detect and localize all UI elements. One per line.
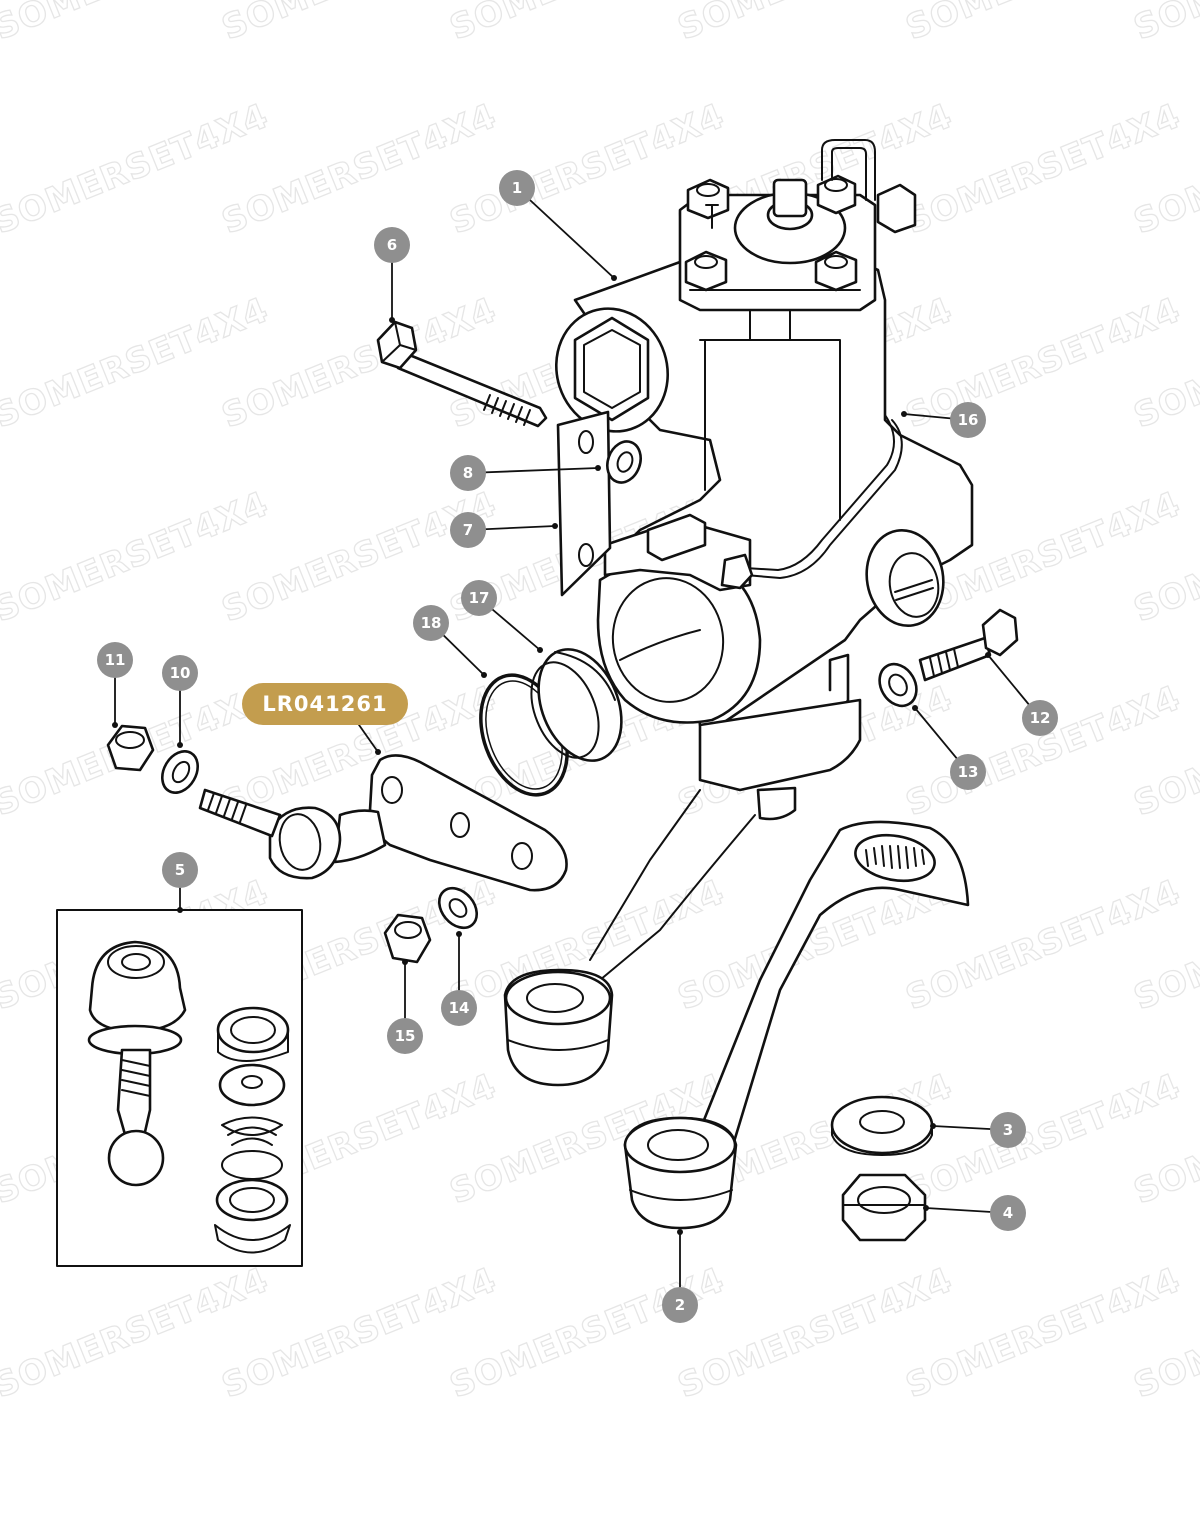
washer-part-3 — [830, 1095, 934, 1156]
drop-arm-part-2 — [503, 789, 970, 1230]
svg-text:11: 11 — [105, 651, 126, 669]
svg-text:8: 8 — [463, 464, 473, 482]
part-number-highlight[interactable]: LR041261 — [242, 683, 408, 725]
callout-18[interactable]: 18 — [413, 605, 449, 641]
top-bolt-bl — [684, 250, 728, 292]
svg-text:16: 16 — [958, 411, 979, 429]
svg-text:3: 3 — [1003, 1121, 1013, 1139]
callout-12[interactable]: 12 — [1022, 700, 1058, 736]
svg-text:4: 4 — [1003, 1204, 1013, 1222]
nut-part-11 — [106, 724, 155, 772]
callout-17[interactable]: 17 — [461, 580, 497, 616]
drag-link-arm — [198, 754, 568, 892]
callout-16[interactable]: 16 — [950, 402, 986, 438]
svg-text:1: 1 — [512, 179, 522, 197]
callout-1[interactable]: 1 — [499, 170, 535, 206]
callout-7[interactable]: 7 — [450, 512, 486, 548]
nut-part-15 — [383, 913, 432, 964]
svg-text:13: 13 — [958, 763, 979, 781]
callout-14[interactable]: 14 — [441, 990, 477, 1026]
callout-8[interactable]: 8 — [450, 455, 486, 491]
fluid-pipe-part-16 — [720, 414, 903, 590]
washer-part-14 — [437, 886, 479, 930]
svg-text:5: 5 — [175, 861, 185, 879]
callout-3[interactable]: 3 — [990, 1112, 1026, 1148]
long-bolt-part-6 — [376, 320, 548, 428]
callout-6[interactable]: 6 — [374, 227, 410, 263]
top-bolt-br — [814, 250, 858, 292]
callout-5[interactable]: 5 — [162, 852, 198, 888]
callout-11[interactable]: 11 — [97, 642, 133, 678]
callout-10[interactable]: 10 — [162, 655, 198, 691]
callout-4[interactable]: 4 — [990, 1195, 1026, 1231]
watermark-text: SOMERSET4X4 — [1128, 0, 1200, 48]
washer-part-8 — [606, 440, 642, 484]
oil-seal-part-17 — [530, 648, 623, 762]
top-bolt-fl — [686, 178, 730, 220]
svg-text:6: 6 — [387, 236, 397, 254]
steering-box-part-1 — [554, 139, 974, 821]
svg-text:14: 14 — [449, 999, 470, 1017]
callout-15[interactable]: 15 — [387, 1018, 423, 1054]
svg-text:15: 15 — [395, 1027, 416, 1045]
callout-13[interactable]: 13 — [950, 754, 986, 790]
svg-text:18: 18 — [421, 614, 442, 632]
washer-part-10 — [161, 750, 199, 794]
svg-text:2: 2 — [675, 1296, 685, 1314]
mounting-plate-part-7 — [556, 410, 612, 597]
svg-text:12: 12 — [1030, 709, 1051, 727]
svg-text:7: 7 — [463, 521, 473, 539]
ball-joint-kit-inset — [56, 909, 303, 1267]
top-bolt-fr — [816, 174, 857, 215]
callout-2[interactable]: 2 — [662, 1287, 698, 1323]
svg-text:10: 10 — [170, 664, 191, 682]
part-number-label: LR041261 — [262, 692, 387, 716]
nut-part-4 — [841, 1173, 927, 1242]
svg-text:17: 17 — [469, 589, 490, 607]
washer-part-13 — [878, 662, 918, 708]
